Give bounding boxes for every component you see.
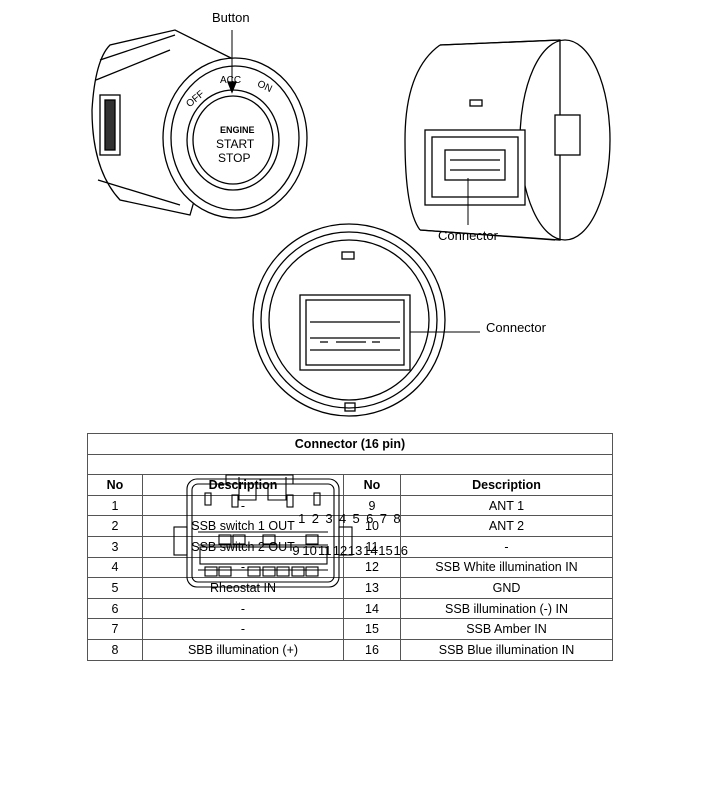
pin-description: SBB illumination (+) <box>142 638 344 661</box>
start-label: START <box>216 137 255 151</box>
table-title: Connector (16 pin) <box>87 433 613 455</box>
connector-face-drawing <box>173 474 353 588</box>
pin-label: 4 <box>338 510 347 526</box>
pin-number: 7 <box>87 618 143 640</box>
stop-label: STOP <box>218 151 250 165</box>
pin-label: 8 <box>393 510 401 526</box>
pin-label: 3 <box>325 510 333 526</box>
pin-label: 2 <box>311 510 319 526</box>
switch-illustrations: ENGINE START STOP OFF ACC ON <box>91 29 611 417</box>
pin-label: 9 <box>292 542 300 558</box>
pin-number: 10 <box>343 515 401 537</box>
pin-label: 16 <box>393 542 408 558</box>
pin-description: SSB White illumination IN <box>400 556 613 579</box>
pin-label: 7 <box>379 510 387 526</box>
pin-description: SSB Amber IN <box>400 618 613 640</box>
engine-label: ENGINE <box>220 125 255 135</box>
pin-label: 1 <box>298 510 306 526</box>
pin-label: 13 <box>347 542 363 558</box>
top-pin-cavities <box>218 534 319 545</box>
connector-callout-side: Connector <box>438 228 498 243</box>
pin-label: 6 <box>366 510 374 526</box>
pin-label: 11 <box>318 542 332 558</box>
pin-description: Rheostat IN <box>142 577 344 599</box>
pin-label: 14 <box>363 542 378 558</box>
pin-label: 15 <box>378 542 393 558</box>
pin-label: 12 <box>332 542 348 558</box>
start-stop-switch-back-view <box>252 223 480 417</box>
pin-description: SSB Blue illumination IN <box>400 638 613 661</box>
bottom-pin-cavities <box>204 566 319 577</box>
pin-number: 8 <box>87 638 143 661</box>
pin-number: 16 <box>343 638 401 661</box>
start-stop-switch-front-view <box>91 29 308 219</box>
button-callout: Button <box>212 10 250 25</box>
connector-callout-back: Connector <box>486 320 546 335</box>
pin-number: 15 <box>343 618 401 640</box>
acc-label: ACC <box>220 75 241 86</box>
pin-description: GND <box>400 577 613 599</box>
pin-label: 5 <box>352 510 360 526</box>
pin-description: - <box>142 618 344 640</box>
start-stop-switch-rear-view <box>404 39 611 241</box>
pin-label: 10 <box>302 542 317 558</box>
